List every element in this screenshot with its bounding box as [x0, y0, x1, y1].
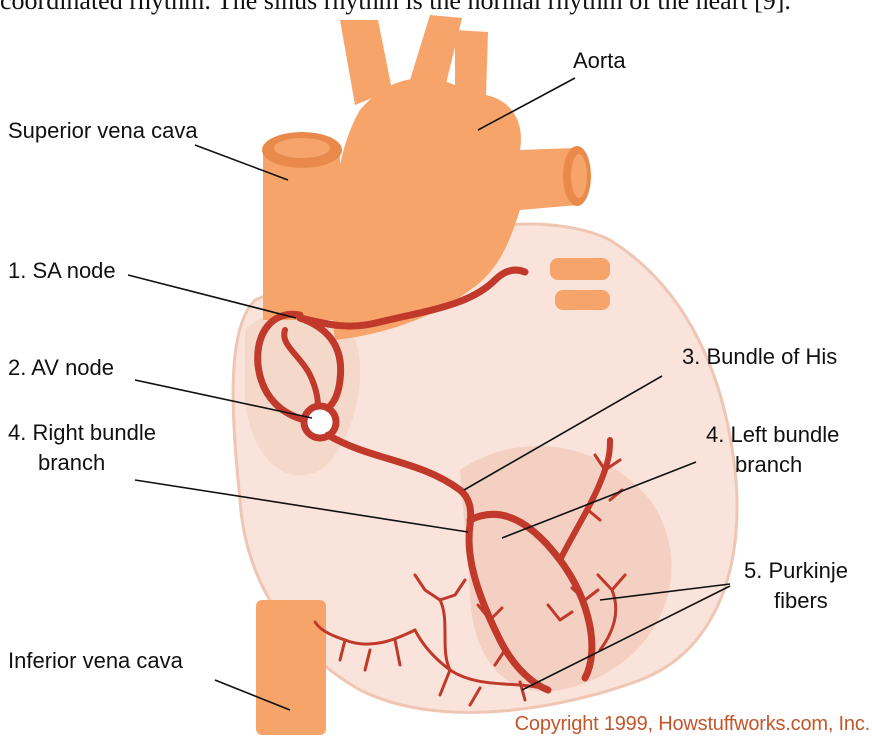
label-sa-node: 1. SA node	[8, 258, 116, 284]
label-superior-vena-cava: Superior vena cava	[8, 118, 198, 144]
pulmonary-vein-upper	[550, 258, 610, 280]
label-right-bundle-line1: 4. Right bundle	[8, 420, 156, 446]
label-av-node: 2. AV node	[8, 355, 114, 381]
label-purkinje-line1: 5. Purkinje	[744, 558, 848, 584]
aorta-branch-1	[340, 20, 392, 105]
label-left-bundle-line1: 4. Left bundle	[706, 422, 839, 448]
copyright-notice: Copyright 1999, Howstuffworks.com, Inc.	[515, 713, 870, 736]
label-left-bundle-line2: branch	[735, 452, 802, 478]
inferior-vena-cava	[256, 600, 326, 735]
label-right-bundle-line2: branch	[38, 450, 105, 476]
label-purkinje-line2: fibers	[774, 588, 828, 614]
label-bundle-of-his: 3. Bundle of His	[682, 344, 837, 370]
aorta-branch-2	[410, 15, 462, 88]
pulmonary-vein-lower	[555, 290, 610, 310]
svc-opening-inner	[274, 138, 330, 158]
label-aorta: Aorta	[573, 48, 626, 74]
aorta-opening-inner	[571, 154, 587, 198]
label-inferior-vena-cava: Inferior vena cava	[8, 648, 183, 674]
